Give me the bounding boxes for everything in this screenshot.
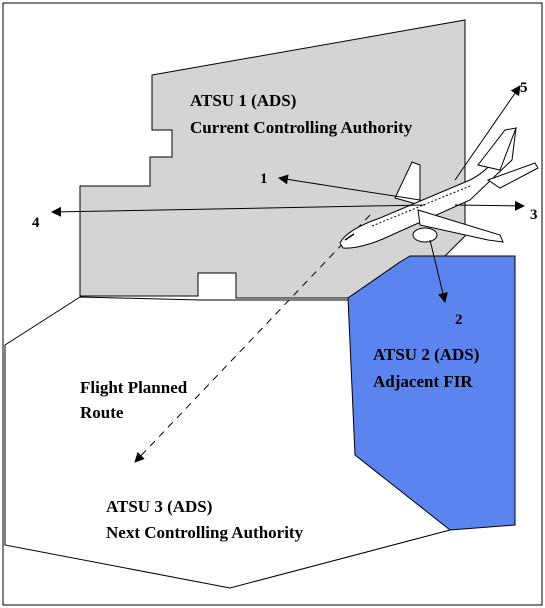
atsu2-region bbox=[347, 255, 516, 531]
arrow-3 bbox=[454, 200, 525, 211]
atsu3-subtitle: Next Controlling Authority bbox=[106, 523, 304, 542]
flight-planned-route-line bbox=[134, 214, 371, 463]
arrow-5-label: 5 bbox=[520, 80, 528, 96]
arrow-4-label: 4 bbox=[32, 215, 40, 231]
atsu2-title: ATSU 2 (ADS) bbox=[373, 345, 479, 364]
atsu3-title: ATSU 3 (ADS) bbox=[106, 497, 212, 516]
airplane-icon bbox=[339, 127, 539, 249]
atsu1-title: ATSU 1 (ADS) bbox=[190, 91, 296, 110]
atsu2-subtitle: Adjacent FIR bbox=[373, 372, 473, 391]
route-label-line2: Route bbox=[80, 403, 124, 422]
atsu1-subtitle: Current Controlling Authority bbox=[190, 118, 413, 137]
arrow-5 bbox=[454, 85, 521, 181]
arrow-1 bbox=[278, 174, 421, 201]
arrow-3-label: 3 bbox=[530, 207, 538, 223]
arrow-2 bbox=[429, 239, 448, 303]
route-label-line1: Flight Planned bbox=[80, 378, 188, 397]
atsu3-region bbox=[4, 296, 451, 589]
arrow-1-label: 1 bbox=[260, 171, 268, 187]
arrow-4 bbox=[51, 204, 426, 217]
arrow-2-label: 2 bbox=[455, 312, 463, 328]
